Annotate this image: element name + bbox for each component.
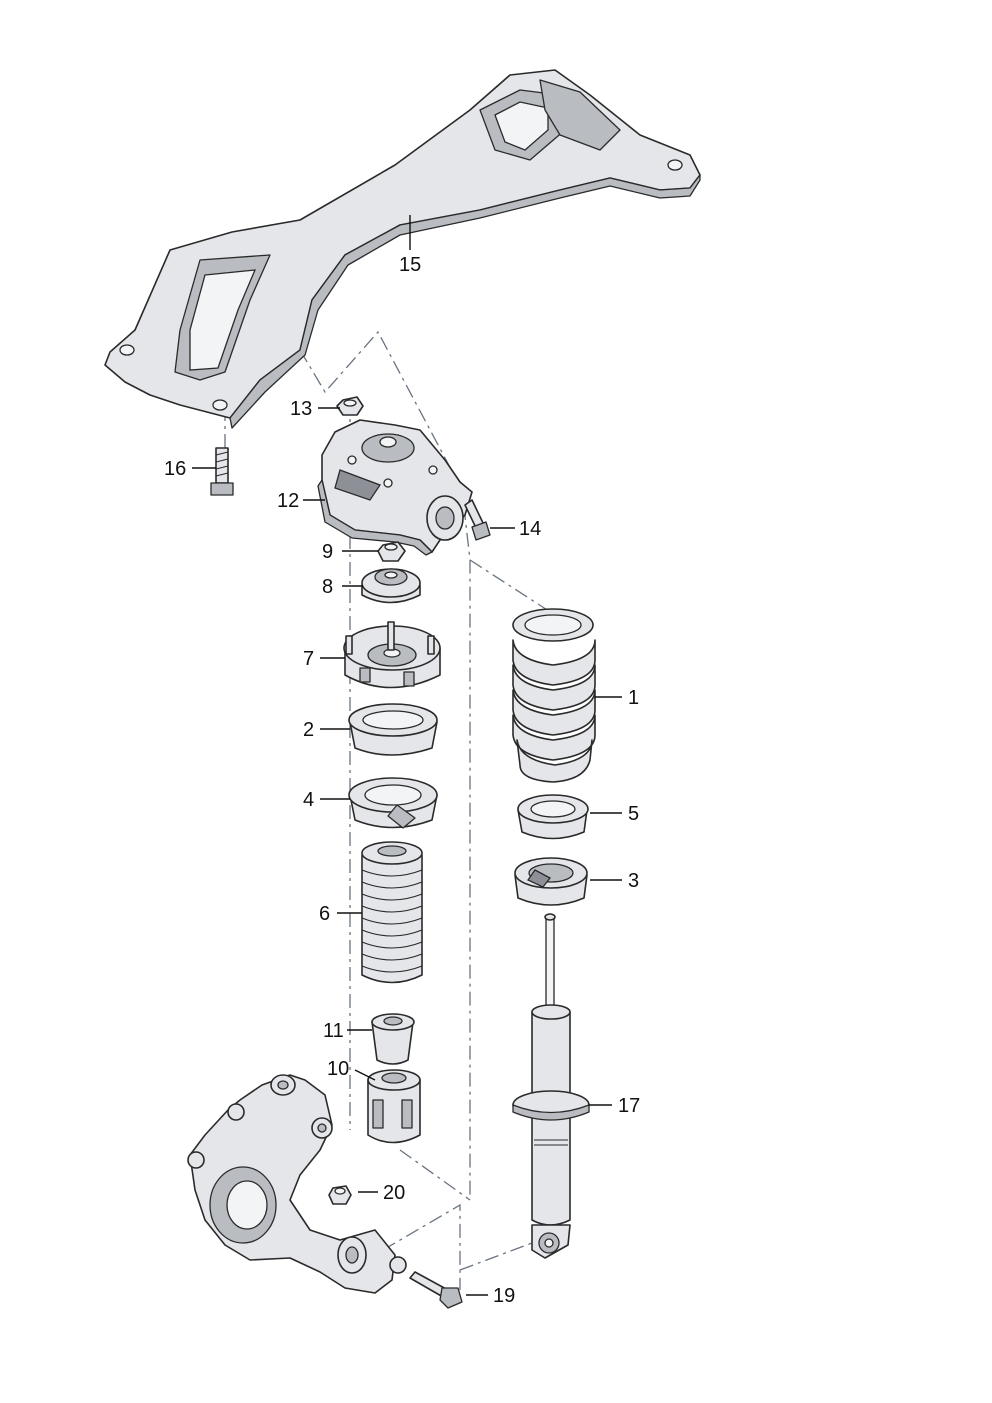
- isolator-part-2: [348, 703, 438, 756]
- nut-part-9: [377, 541, 406, 562]
- callout-7: 7: [303, 648, 314, 670]
- callout-1: 1: [628, 687, 639, 709]
- callout-13: 13: [290, 398, 312, 420]
- spring-pad-part-5: [517, 794, 589, 840]
- bearing-part-8: [361, 568, 421, 604]
- callout-5: 5: [628, 803, 639, 825]
- callout-8: 8: [322, 576, 333, 598]
- callout-labels: 1 2 3 4 5 6 7 8 9 10 11 12 13 14 15 16 1…: [164, 254, 640, 1307]
- callout-9: 9: [322, 541, 333, 563]
- shock-absorber-part-17: [512, 913, 590, 1259]
- nut-part-13: [336, 396, 364, 416]
- coil-spring-part-1: [512, 608, 596, 783]
- callout-3: 3: [628, 870, 639, 892]
- callout-11: 11: [323, 1020, 344, 1042]
- spring-plate-part-7: [343, 621, 441, 689]
- strut-brace-part-15: [104, 69, 701, 429]
- callout-12: 12: [277, 490, 299, 512]
- callout-16: 16: [164, 458, 186, 480]
- leader-lines: [192, 215, 622, 1296]
- nut-part-20: [328, 1185, 352, 1205]
- callout-15: 15: [399, 254, 421, 276]
- bolt-part-16: [210, 447, 234, 496]
- wheel-carrier: [187, 1074, 407, 1294]
- callout-2: 2: [303, 719, 314, 741]
- callout-6: 6: [319, 903, 330, 925]
- bolt-part-14: [464, 499, 491, 541]
- callout-14: 14: [519, 518, 541, 540]
- spring-seat-part-3: [514, 857, 588, 906]
- spring-pad-part-4: [348, 777, 438, 829]
- callout-4: 4: [303, 789, 314, 811]
- bump-stop-part-11: [371, 1013, 415, 1065]
- callout-10: 10: [327, 1058, 349, 1080]
- bolt-part-19: [409, 1271, 463, 1309]
- strut-mount-part-12: [317, 419, 473, 556]
- stop-cap-part-10: [367, 1069, 421, 1144]
- callout-19: 19: [493, 1285, 515, 1307]
- protective-boot-part-6: [361, 841, 423, 984]
- callout-17: 17: [618, 1095, 640, 1117]
- callout-20: 20: [383, 1182, 405, 1204]
